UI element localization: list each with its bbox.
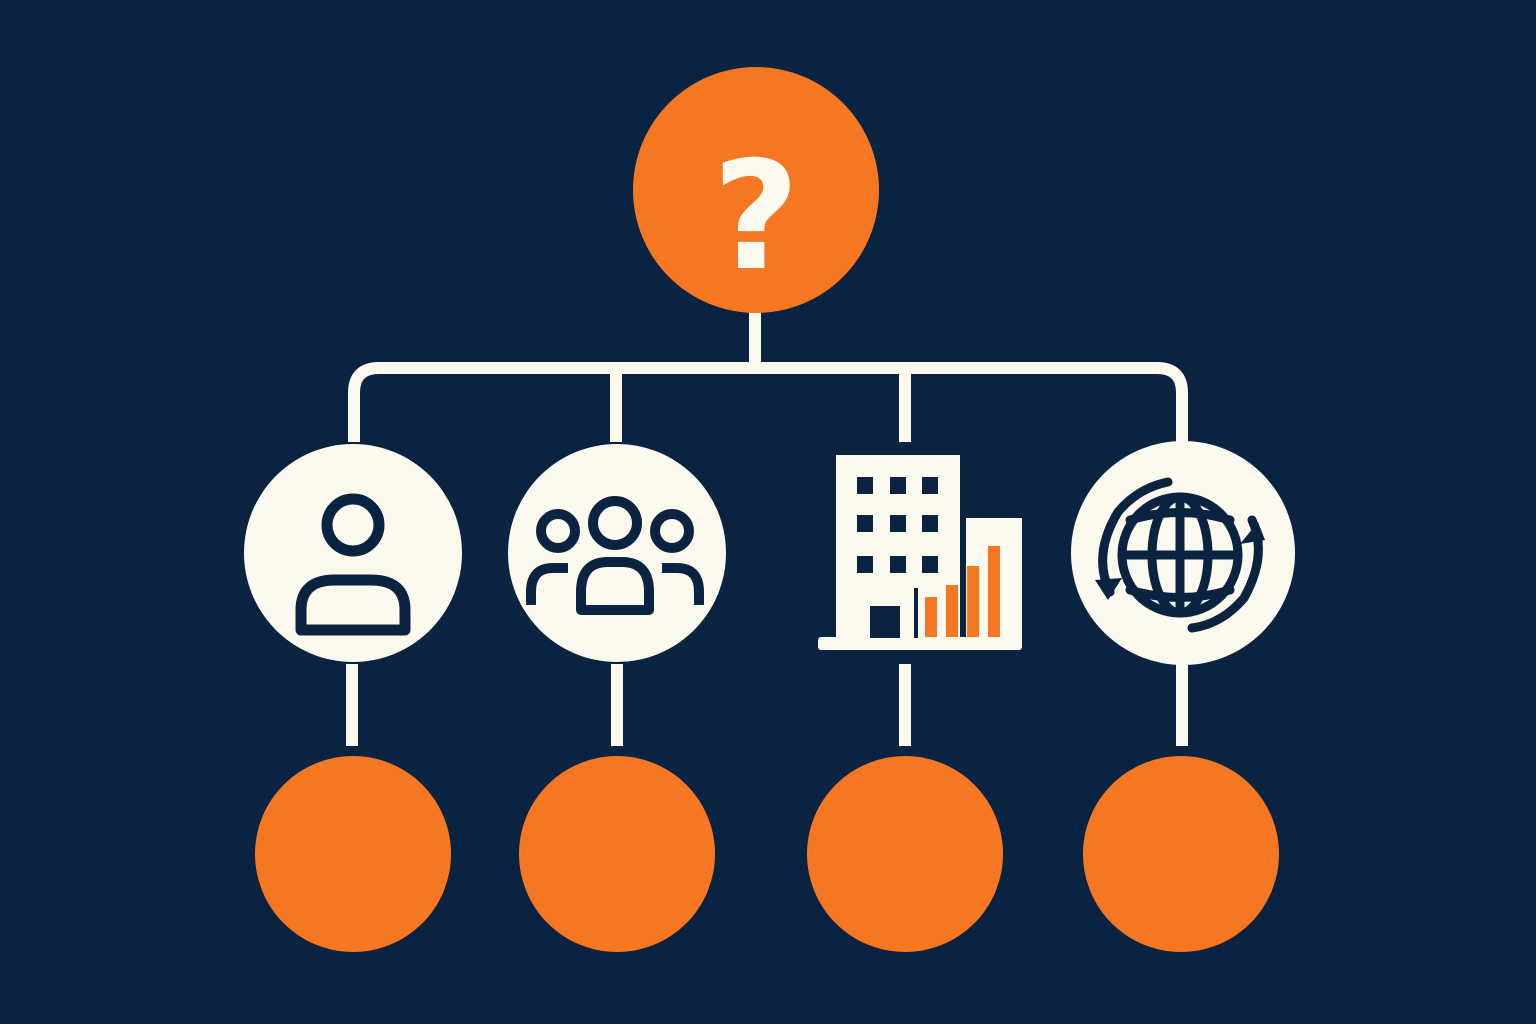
category-node-individual <box>244 444 462 662</box>
category-node-global <box>1071 441 1295 665</box>
branch-bus <box>348 362 1188 442</box>
bar-chart-icon <box>925 546 1000 637</box>
outcome-node-3 <box>807 756 1003 952</box>
rotation-arrowheads <box>1095 522 1265 600</box>
building-chart-icon <box>818 455 1022 650</box>
category-node-group <box>508 444 726 662</box>
building-windows <box>857 477 938 638</box>
outcome-node-1 <box>255 756 451 952</box>
question-mark-icon: ? <box>712 130 799 304</box>
group-icon <box>526 496 704 615</box>
person-icon <box>295 493 411 636</box>
outcome-node-2 <box>519 756 715 952</box>
connectors <box>346 312 1188 746</box>
outcome-nodes <box>255 756 1279 952</box>
outcome-node-4 <box>1083 756 1279 952</box>
root-node: ? <box>633 67 879 313</box>
category-node-organization <box>818 455 1022 650</box>
